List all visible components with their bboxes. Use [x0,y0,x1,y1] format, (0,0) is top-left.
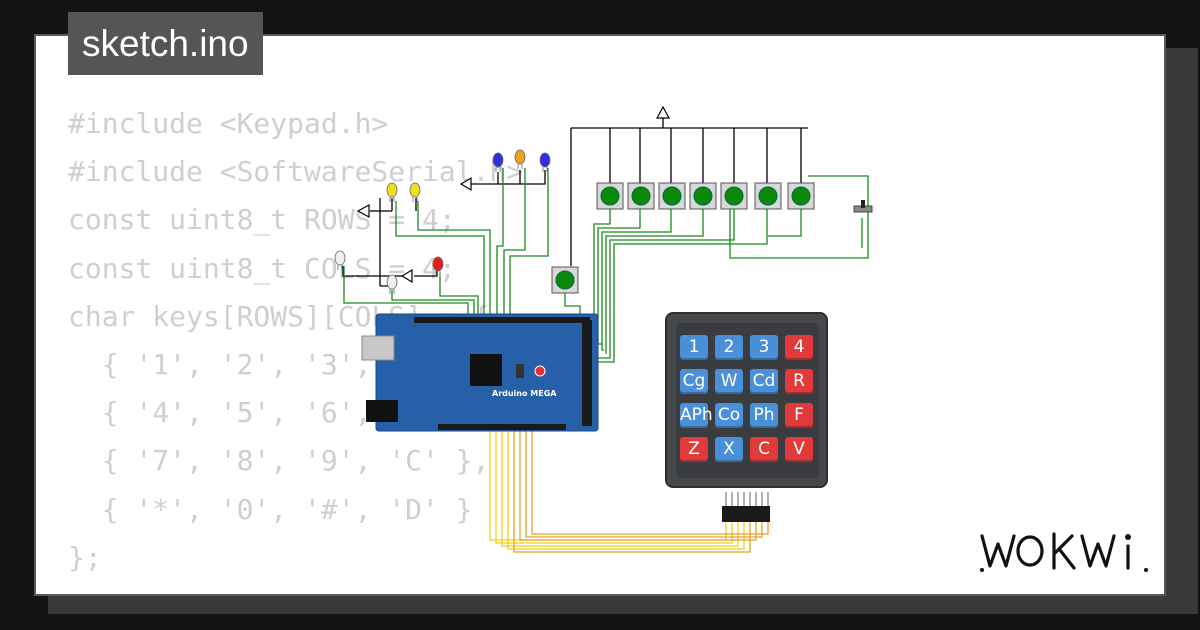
led [432,256,444,272]
ground-arrow-icons [356,105,671,284]
led-leads [495,167,501,172]
led-group [334,149,551,294]
code-line: const uint8_t ROWS = 4; [68,203,456,237]
keypad-key[interactable]: Cg [680,369,708,394]
analog-header [438,424,566,430]
keypad-key[interactable]: 4 [785,335,813,360]
code-line: { '*', '0', '#', 'D' } [68,492,473,526]
wokwi-logo [980,532,1148,572]
code-line: #include <SoftwareSerial.h> [68,155,524,189]
keypad-key[interactable]: 1 [680,335,708,360]
keypad-key[interactable]: Z [680,437,708,462]
reset-button[interactable] [534,365,546,377]
led-leads [412,197,418,202]
keypad-key[interactable]: Co [715,403,743,428]
keypad-key[interactable]: F [785,403,813,428]
keypad-key[interactable]: 3 [750,335,778,360]
keypad-connector [722,492,770,522]
code-background: #include <Keypad.h> #include <SoftwareSer… [68,100,523,582]
code-line: #include <Keypad.h> [68,107,389,140]
digital-header [414,317,590,323]
pushbutton-cap[interactable] [693,186,713,206]
led [492,152,504,168]
led [386,182,398,198]
led [514,149,526,165]
pushbutton-group[interactable] [551,182,815,294]
pushbutton-cap[interactable] [758,186,778,206]
side-header [582,320,592,426]
pushbutton-cap[interactable] [724,186,744,206]
sketch-file-tab[interactable]: sketch.ino [68,12,263,75]
led-leads [389,289,395,294]
usb-port [361,335,395,361]
keypad-key[interactable]: X [715,437,743,462]
keypad-key[interactable]: W [715,369,743,394]
pushbutton-cap[interactable] [662,186,682,206]
led-leads [542,167,548,172]
led [539,152,551,168]
code-line: { '7', '8', '9', 'C' }, [68,444,490,478]
pushbutton-cap[interactable] [600,186,620,206]
power-jack [366,400,398,422]
led-leads [517,164,523,169]
pushbutton-cap[interactable] [631,186,651,206]
led [409,182,421,198]
icsp-header [516,364,524,378]
keypad-key[interactable]: 2 [715,335,743,360]
keypad-key[interactable]: Ph [750,403,778,428]
ground-bus [342,118,808,287]
pushbutton-cap[interactable] [791,186,811,206]
led-leads [435,271,441,276]
keypad-key[interactable]: C [750,437,778,462]
keypad-key[interactable]: APh [680,403,713,428]
led [334,250,346,266]
pushbutton-cap[interactable] [555,270,575,290]
orange-wires [513,430,769,553]
keypad-key[interactable]: R [785,369,813,394]
led-leads [389,197,395,202]
slide-switch[interactable] [853,200,873,213]
keypad-key[interactable]: V [785,437,813,462]
board-label: Arduino MEGA [492,389,557,398]
arduino-mega-board[interactable] [361,313,599,432]
mcu-chip [470,354,502,386]
keypad-key[interactable]: Cd [750,369,778,394]
led [386,274,398,290]
led-leads [337,265,343,270]
code-line: }; [68,540,102,574]
